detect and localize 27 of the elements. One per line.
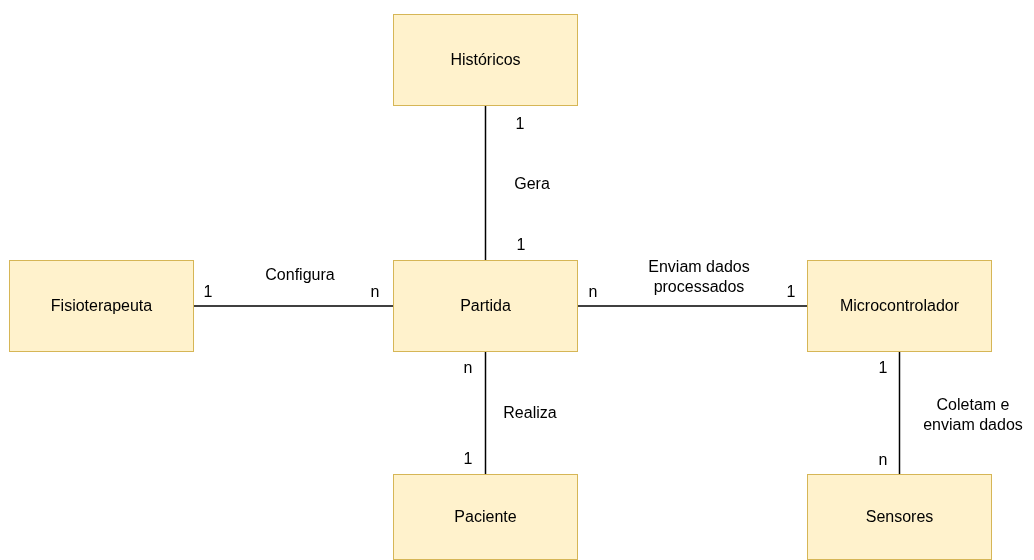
cardinality-label: 1 [786,283,796,301]
cardinality-label: 1 [515,115,525,133]
cardinality-label: n [463,359,473,377]
cardinality-label: n [878,451,888,469]
connector-line [484,105,487,261]
cardinality-label: 1 [463,450,473,468]
entity-name: Paciente [454,507,517,527]
connector-line [898,351,901,475]
cardinality-label: n [370,283,380,301]
entity-name: Fisioterapeuta [50,296,153,316]
entity-box [9,260,194,352]
connector-line [193,305,394,307]
connector-line [577,305,808,307]
entity-box [393,474,578,560]
entity-box [393,14,578,106]
entity-name: Sensores [865,507,934,527]
entity-box [807,474,992,560]
entity-name: Partida [460,296,511,316]
connector-line [484,351,487,475]
cardinality-label: 1 [203,283,213,301]
entity-name: Históricos [450,50,521,70]
entity-box [807,260,992,352]
cardinality-label: 1 [516,236,526,254]
cardinality-label: 1 [878,359,888,377]
cardinality-label: n [588,283,598,301]
entity-box [393,260,578,352]
entity-name: Microcontrolador [839,296,960,316]
